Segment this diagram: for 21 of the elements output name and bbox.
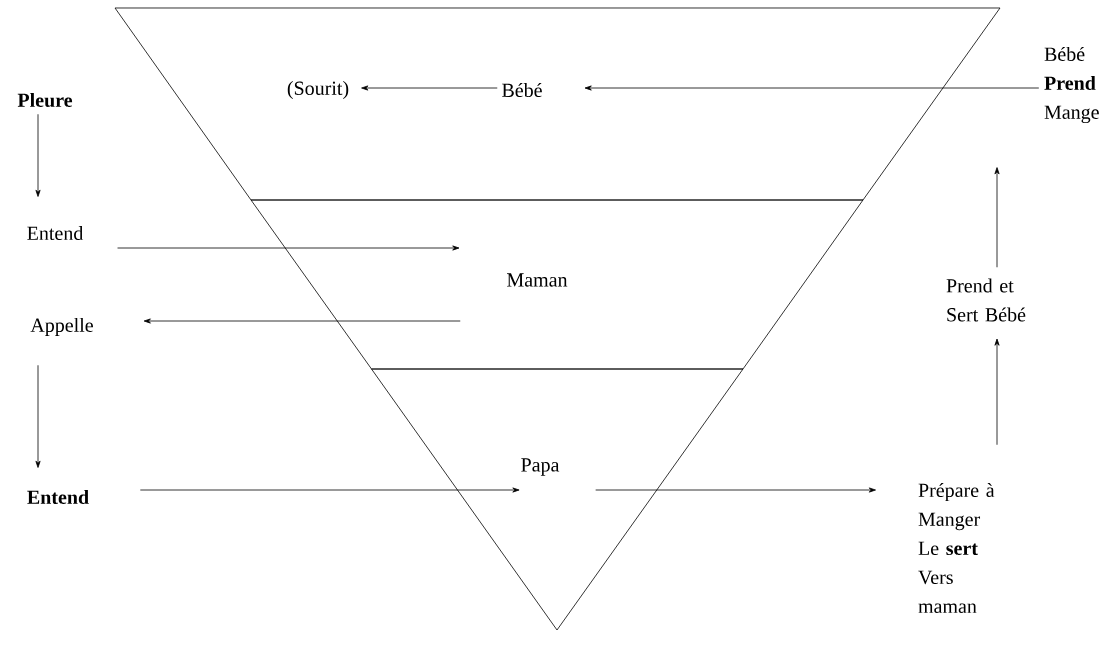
arrow — [584, 85, 1040, 91]
text-label: Bébé Prend Mange — [1044, 46, 1099, 124]
arrow — [595, 487, 876, 493]
arrow — [35, 364, 41, 468]
arrow — [994, 338, 1000, 446]
arrow — [994, 167, 1000, 268]
text-label: Prépare à Manger Le sert Vers maman — [918, 482, 995, 614]
text-label: Papa — [521, 458, 560, 476]
text-label: Entend — [27, 225, 84, 241]
text-label: Maman — [507, 273, 568, 287]
text-label: (Sourit) — [287, 80, 349, 100]
arrow — [361, 85, 498, 91]
text-label: Bébé — [502, 82, 542, 98]
arrow — [35, 113, 41, 197]
text-label: Appelle — [30, 317, 93, 337]
text-label: Pleure — [17, 92, 73, 108]
arrow — [143, 318, 461, 324]
text-label: Prend et Sert Bébé — [946, 278, 1026, 322]
text-label: Entend — [27, 489, 89, 505]
arrow — [117, 245, 460, 251]
arrow — [139, 487, 520, 493]
